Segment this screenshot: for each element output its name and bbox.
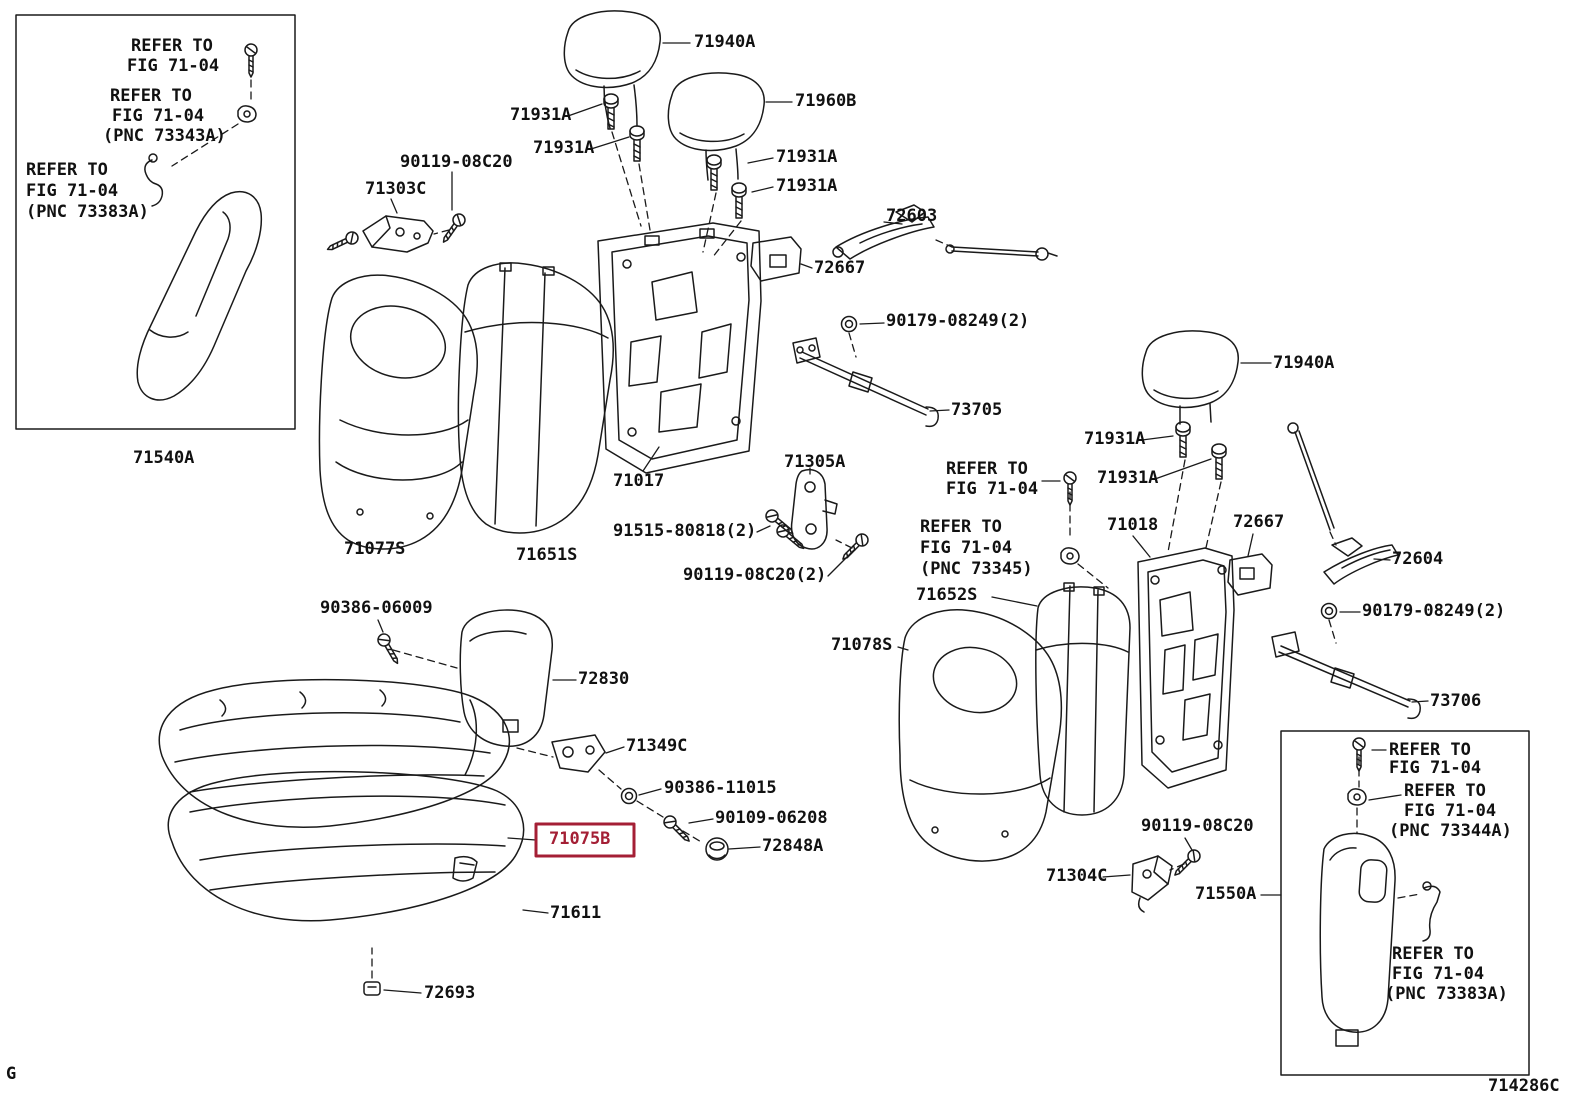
inset-box-bottom-right	[1280, 730, 1530, 1076]
part-label-71540a[interactable]: 71540A	[133, 448, 195, 468]
seatback-71077s-drawing	[318, 274, 479, 550]
seat-cushion-71611-drawing	[167, 770, 525, 922]
note-refer-3-line1: REFER TO	[26, 160, 108, 180]
note-refer-7-line2: FIG 71-04	[1404, 801, 1497, 821]
part-label-72667-1[interactable]: 72667	[814, 258, 866, 278]
part-label-71303c[interactable]: 71303C	[365, 179, 427, 199]
note-refer-3-line2: FIG 71-04	[26, 181, 119, 201]
part-label-71017[interactable]: 71017	[613, 471, 665, 491]
part-label-73706[interactable]: 73706	[1430, 691, 1482, 711]
clip-72693-drawing	[363, 981, 381, 996]
part-label-71018[interactable]: 71018	[1107, 515, 1159, 535]
note-refer-1-line2: FIG 71-04	[127, 56, 220, 76]
frame-71017-drawing	[597, 222, 762, 474]
part-label-71940a-1[interactable]: 71940A	[694, 32, 756, 52]
part-label-72603[interactable]: 72603	[886, 206, 938, 226]
note-refer-8-line1: REFER TO	[1392, 944, 1474, 964]
note-refer-4-line2: FIG 71-04	[946, 479, 1039, 499]
seatback-71078s-drawing	[898, 609, 1063, 862]
note-refer-5-line2: FIG 71-04	[920, 538, 1013, 558]
leader-lines	[377, 42, 1429, 994]
seat-cushion-71075b-drawing	[158, 678, 511, 829]
note-refer-7-line3: (PNC 73344A)	[1389, 821, 1512, 841]
footer-page-letter: G	[6, 1064, 17, 1084]
note-refer-5-line1: REFER TO	[920, 517, 1002, 537]
assembly-dashed-lines	[171, 79, 1421, 979]
part-label-71349c[interactable]: 71349C	[626, 736, 688, 756]
note-refer-3-line3: (PNC 73383A)	[26, 202, 149, 222]
note-refer-2-line2: FIG 71-04	[112, 106, 205, 126]
note-refer-1-line1: REFER TO	[131, 36, 213, 56]
part-label-71931a-2[interactable]: 71931A	[533, 138, 595, 158]
part-label-90179-08249-1[interactable]: 90179-08249(2)	[886, 311, 1030, 331]
part-label-71652s[interactable]: 71652S	[916, 585, 978, 605]
torsion-bar-73705-drawing	[792, 315, 939, 428]
inset1-hardware	[144, 43, 258, 207]
part-label-71651s[interactable]: 71651S	[516, 545, 578, 565]
part-label-72693[interactable]: 72693	[424, 983, 476, 1003]
part-label-71931a-1[interactable]: 71931A	[510, 105, 572, 125]
headrest-71940a-drawing	[563, 10, 661, 129]
part-label-90109-06208[interactable]: 90109-06208	[715, 808, 828, 828]
part-label-90179-08249-2[interactable]: 90179-08249(2)	[1362, 601, 1506, 621]
lever-72604-drawing	[1287, 422, 1399, 585]
part-label-90386-06009[interactable]: 90386-06009	[320, 598, 433, 618]
armrest-71540a-drawing	[136, 191, 263, 401]
part-label-71077s[interactable]: 71077S	[344, 539, 406, 559]
note-refer-2-line1: REFER TO	[110, 86, 192, 106]
part-label-71960b[interactable]: 71960B	[795, 91, 857, 111]
part-label-90119-08c20-1[interactable]: 90119-08C20	[400, 152, 513, 172]
lever-72603-drawing	[832, 204, 1058, 261]
part-label-72604[interactable]: 72604	[1392, 549, 1444, 569]
part-label-71078s[interactable]: 71078S	[831, 635, 893, 655]
part-label-71305a[interactable]: 71305A	[784, 452, 846, 472]
part-label-71611[interactable]: 71611	[550, 903, 602, 923]
seatback-71651s-drawing	[457, 262, 615, 534]
inset-box-top-left	[15, 14, 296, 430]
headrest-71960b-drawing	[667, 72, 765, 181]
part-label-71550a[interactable]: 71550A	[1195, 884, 1257, 904]
footer-drawing-number: 714286C	[1488, 1076, 1560, 1096]
part-label-71931a-6[interactable]: 71931A	[1097, 468, 1159, 488]
note-refer-8-line3: (PNC 73383A)	[1385, 984, 1508, 1004]
part-label-71931a-5[interactable]: 71931A	[1084, 429, 1146, 449]
highlighted-part-box[interactable]	[534, 822, 636, 858]
note-refer-7-line1: REFER TO	[1404, 781, 1486, 801]
part-label-90119-08c20-2[interactable]: 90119-08C20(2)	[683, 565, 827, 585]
note-refer-2-line3: (PNC 73343A)	[103, 126, 226, 146]
part-label-71931a-4[interactable]: 71931A	[776, 176, 838, 196]
part-label-71304c[interactable]: 71304C	[1046, 866, 1108, 886]
bracket-71305a-drawing	[762, 468, 872, 565]
torsion-bar-73706-drawing	[1271, 602, 1421, 720]
part-label-71940a-2[interactable]: 71940A	[1273, 353, 1335, 373]
note-refer-5-line3: (PNC 73345)	[920, 559, 1033, 579]
note-refer-6-line2: FIG 71-04	[1389, 758, 1482, 778]
part-label-73705[interactable]: 73705	[951, 400, 1003, 420]
bracket-71303c-drawing	[324, 210, 469, 256]
seatback-71652s-drawing	[1035, 582, 1131, 816]
note-refer-6-line1: REFER TO	[1389, 740, 1471, 760]
part-label-72830[interactable]: 72830	[578, 669, 630, 689]
note-refer-4-line1: REFER TO	[946, 459, 1028, 479]
frame-71018-drawing	[1137, 547, 1235, 789]
armrest-72830-chain-drawing	[375, 609, 729, 861]
part-label-71931a-3[interactable]: 71931A	[776, 147, 838, 167]
part-label-72848a[interactable]: 72848A	[762, 836, 824, 856]
bracket-71304c-drawing	[1131, 846, 1204, 913]
latch-72667-left-drawing	[750, 236, 802, 282]
part-label-72667-2[interactable]: 72667	[1233, 512, 1285, 532]
note-refer-8-line2: FIG 71-04	[1392, 964, 1485, 984]
armrest-side-panel-drawing	[1319, 832, 1396, 1047]
part-label-91515-80818[interactable]: 91515-80818(2)	[613, 521, 757, 541]
part-label-71075b-highlighted[interactable]: 71075B	[549, 829, 611, 849]
part-label-90386-11015[interactable]: 90386-11015	[664, 778, 777, 798]
inset2-hardware	[1347, 737, 1441, 942]
part-label-90119-08c20-3[interactable]: 90119-08C20	[1141, 816, 1254, 836]
headrest-71940a-right-drawing	[1141, 330, 1239, 425]
latch-72667-right-drawing	[1227, 553, 1273, 596]
